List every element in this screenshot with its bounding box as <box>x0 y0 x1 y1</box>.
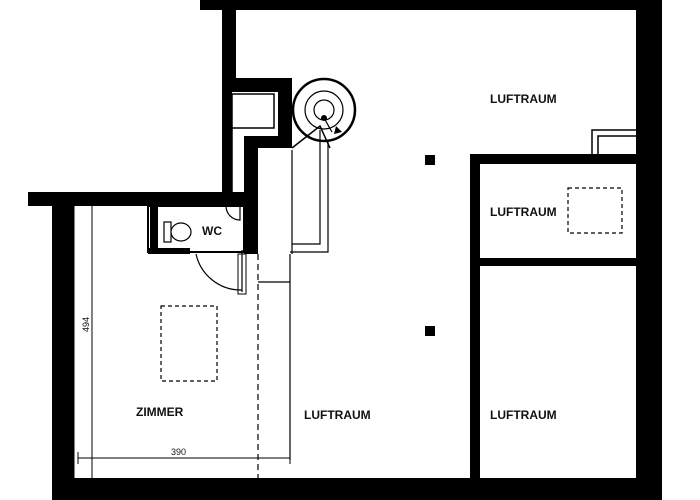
dimension-width-label: 390 <box>171 447 186 457</box>
label-wc: WC <box>202 224 222 238</box>
basin-icon <box>225 205 241 221</box>
label-zimmer: ZIMMER <box>136 405 184 419</box>
right-room-walls <box>470 154 650 480</box>
outer-walls <box>28 0 662 500</box>
column-lower <box>425 326 435 336</box>
wc-room <box>147 205 247 295</box>
dimension-lines <box>73 206 291 478</box>
label-luftraum-right-upper: LUFTRAUM <box>490 205 557 219</box>
stair-marker <box>321 115 327 121</box>
dashed-opening-upper-right <box>567 187 623 234</box>
dimension-height-label: 494 <box>81 317 91 332</box>
niche-lines <box>231 93 275 192</box>
label-luftraum-top: LUFTRAUM <box>490 92 557 106</box>
wc-door-swing <box>195 253 243 291</box>
recess <box>591 129 636 154</box>
toilet-icon <box>163 221 192 243</box>
label-luftraum-center: LUFTRAUM <box>304 408 371 422</box>
dashed-skylight-zimmer <box>160 305 218 382</box>
zimmer-details <box>91 206 291 478</box>
label-luftraum-right-lower: LUFTRAUM <box>490 408 557 422</box>
spiral-staircase <box>290 77 357 254</box>
column-upper <box>425 155 435 165</box>
